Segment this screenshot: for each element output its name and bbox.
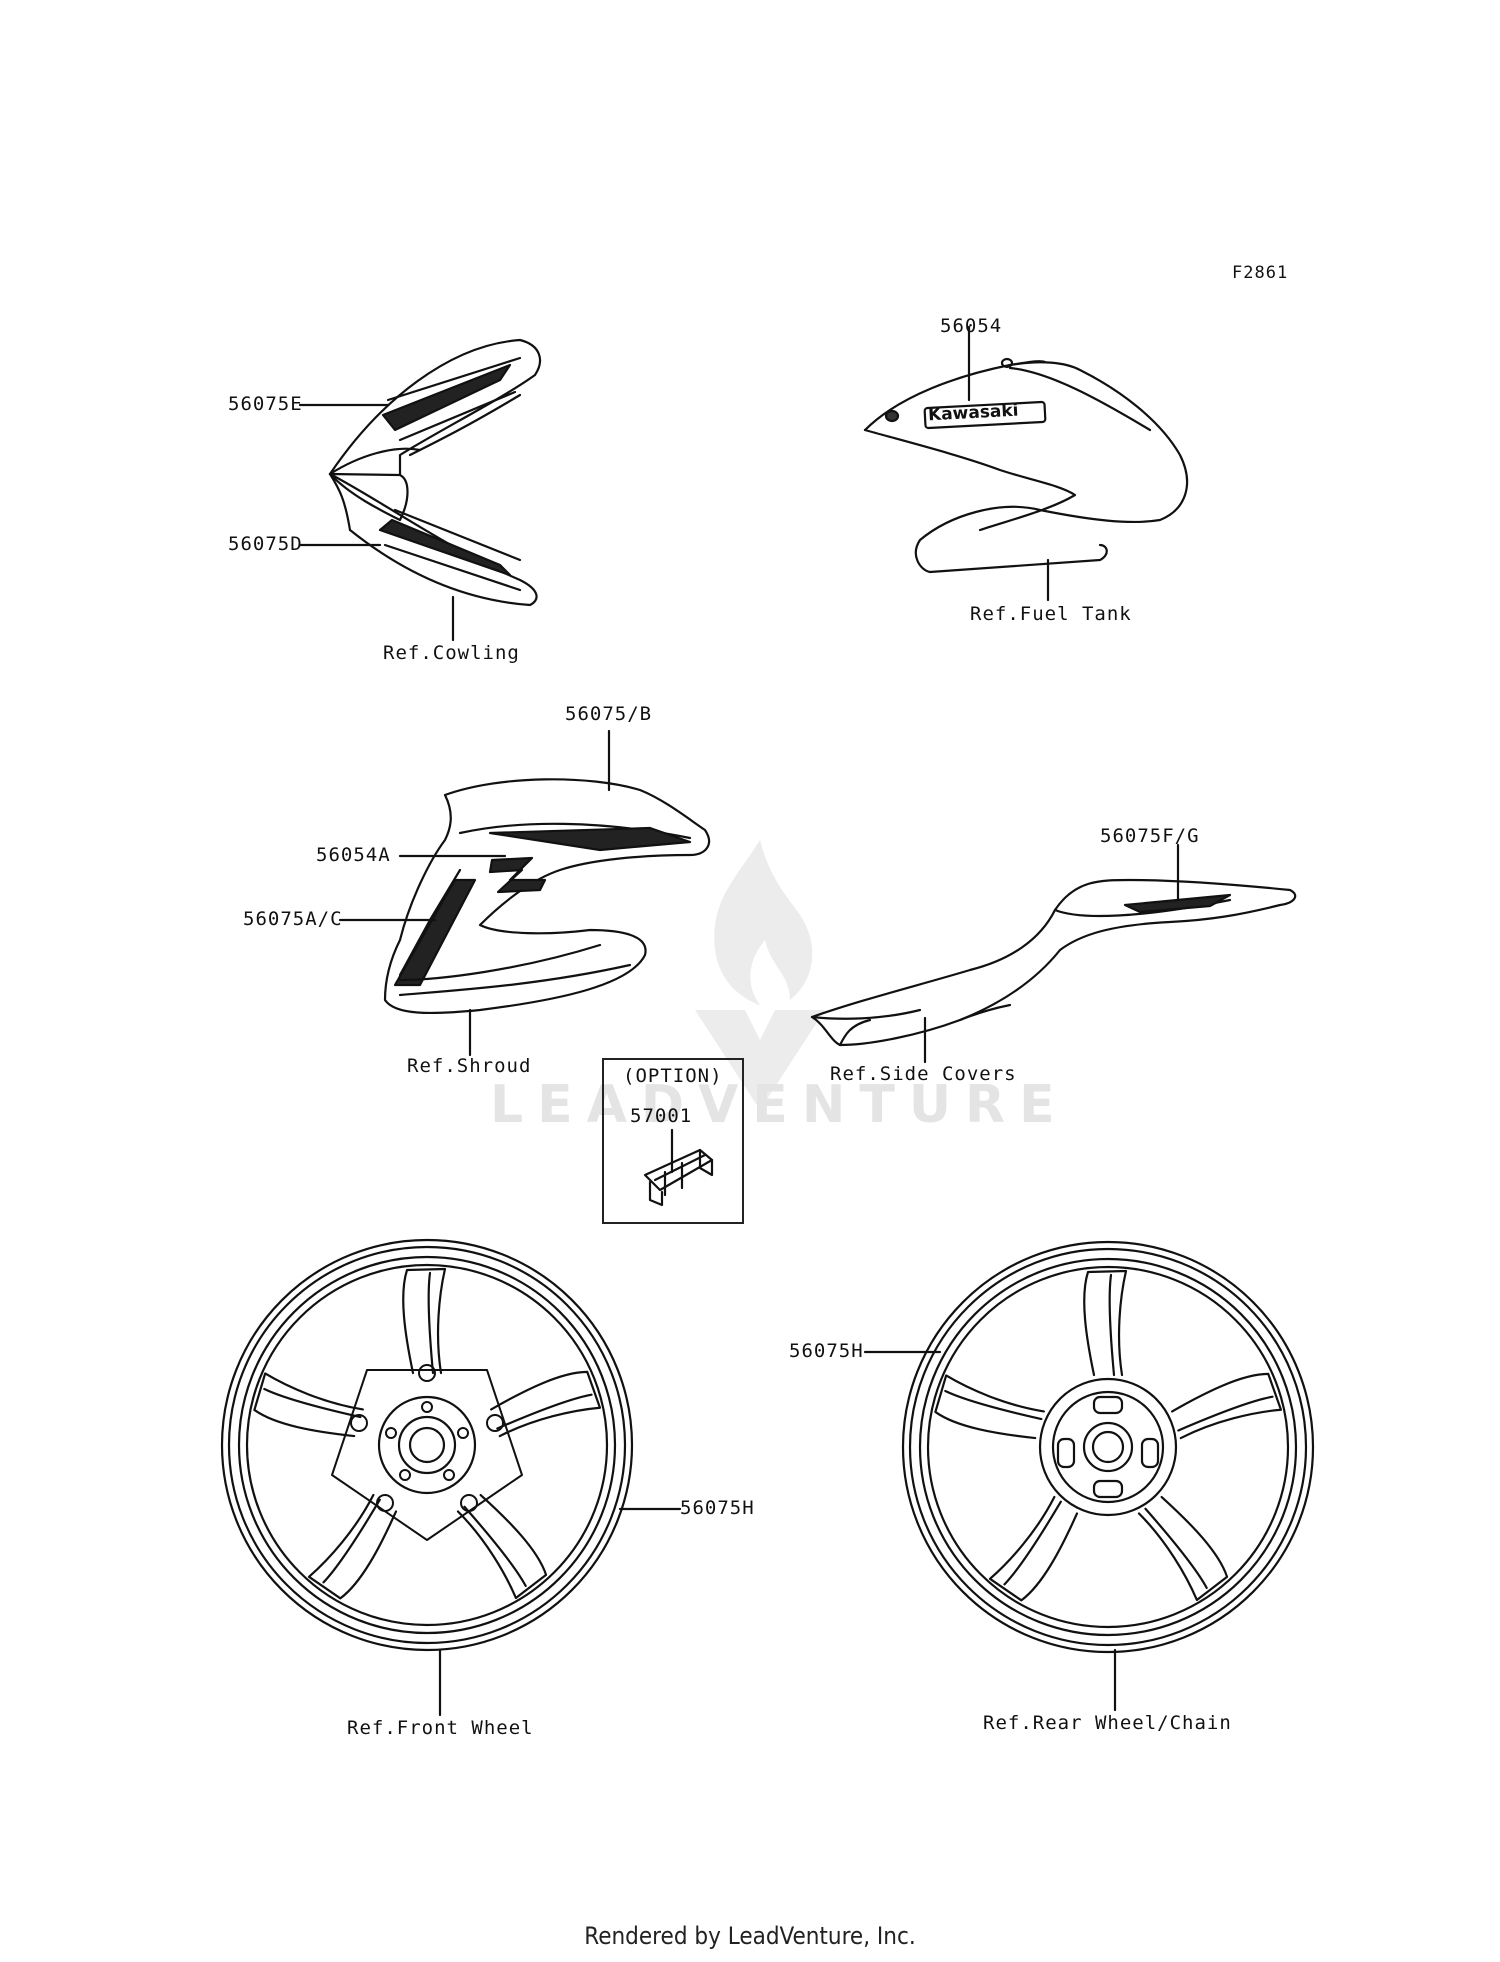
- label-shroud-ref: Ref.Shroud: [407, 1055, 532, 1077]
- label-option-title: (OPTION): [623, 1065, 723, 1087]
- option-box: [602, 1058, 744, 1224]
- label-shroud-top[interactable]: 56075/B: [565, 703, 653, 725]
- front-wheel-drawing: [220, 1238, 634, 1652]
- label-tank-part[interactable]: 56054: [940, 315, 1003, 337]
- label-tank-ref: Ref.Fuel Tank: [970, 603, 1132, 625]
- watermark-text: LEADVENTURE: [490, 1075, 1069, 1135]
- label-cowling-lower[interactable]: 56075D: [228, 533, 303, 555]
- cowling-drawing: [328, 338, 542, 607]
- figure-code: F2861: [1232, 263, 1289, 283]
- label-front-wheel-ref: Ref.Front Wheel: [347, 1717, 534, 1739]
- option-clip-drawing: [643, 1148, 714, 1207]
- label-option-part[interactable]: 57001: [630, 1105, 693, 1127]
- label-front-wheel-part[interactable]: 56075H: [680, 1497, 755, 1519]
- rear-wheel-drawing: [901, 1240, 1315, 1654]
- label-shroud-side[interactable]: 56075A/C: [243, 908, 343, 930]
- label-rear-wheel-part[interactable]: 56075H: [789, 1340, 864, 1362]
- label-side-cover-part[interactable]: 56075F/G: [1100, 825, 1200, 847]
- fuel-tank-drawing: [863, 357, 1189, 574]
- label-shroud-z[interactable]: 56054A: [316, 844, 391, 866]
- label-cowling-ref: Ref.Cowling: [383, 642, 520, 664]
- footer-credit: Rendered by LeadVenture, Inc.: [584, 1922, 916, 1950]
- label-cowling-upper[interactable]: 56075E: [228, 393, 303, 415]
- label-rear-wheel-ref: Ref.Rear Wheel/Chain: [983, 1712, 1232, 1734]
- label-side-cover-ref: Ref.Side Covers: [830, 1063, 1017, 1085]
- shroud-drawing: [383, 778, 711, 1015]
- side-covers-drawing: [810, 878, 1297, 1047]
